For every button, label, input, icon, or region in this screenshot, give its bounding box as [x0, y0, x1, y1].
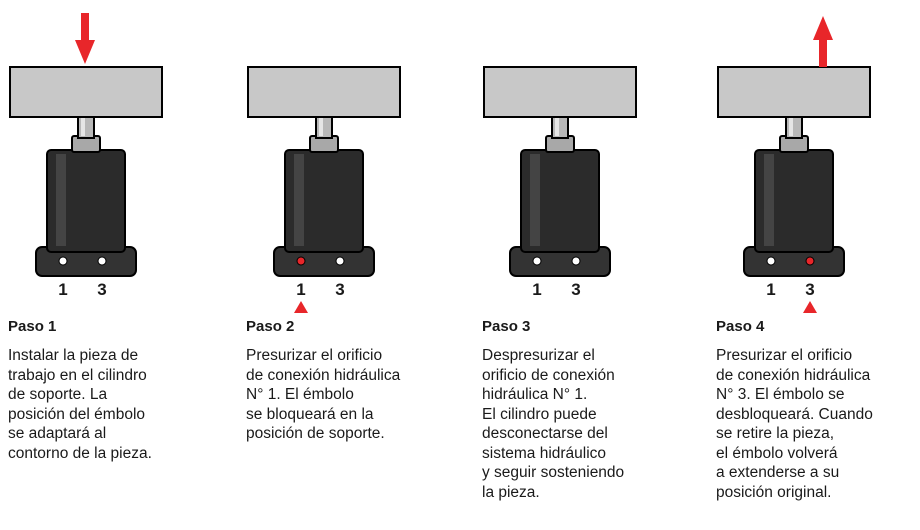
step-description: Presurizar el orificio de conexión hidrá…	[716, 347, 873, 501]
plunger-highlight	[789, 114, 793, 136]
workpiece	[717, 66, 871, 118]
port-1-dot	[766, 256, 776, 266]
port-label-3: 3	[335, 280, 345, 299]
step-title: Paso 4	[716, 318, 765, 335]
step-title: Paso 3	[482, 318, 531, 335]
cylinder-figure	[247, 66, 401, 313]
workpiece	[9, 66, 163, 118]
arrow-down-icon	[75, 40, 95, 64]
arrow-up-icon	[813, 16, 833, 40]
port-3-dot	[805, 256, 815, 266]
port-1-dot	[296, 256, 306, 266]
port-3-dot	[571, 256, 581, 266]
plunger-highlight	[319, 114, 323, 136]
port-label-3: 3	[97, 280, 107, 299]
port-1-dot	[532, 256, 542, 266]
step-title: Paso 2	[246, 318, 295, 335]
body-highlight	[294, 154, 304, 246]
port-label-1: 1	[766, 280, 776, 299]
cylinder-figure	[717, 16, 871, 313]
port-label-1: 1	[58, 280, 68, 299]
port-3-dot	[97, 256, 107, 266]
port-label-1: 1	[296, 280, 306, 299]
body-highlight	[764, 154, 774, 246]
arrow-up-shaft	[819, 38, 827, 67]
port-label-3: 3	[571, 280, 581, 299]
workpiece	[483, 66, 637, 118]
port-label-3: 3	[805, 280, 815, 299]
body-highlight	[56, 154, 66, 246]
port-label-1: 1	[532, 280, 542, 299]
cylinder-figure	[483, 66, 637, 277]
arrow-down-shaft	[81, 13, 89, 43]
body-highlight	[530, 154, 540, 246]
pressure-indicator-icon	[294, 301, 308, 313]
step-description: Despresurizar el orificio de conexión hi…	[482, 347, 625, 501]
plunger-highlight	[81, 114, 85, 136]
step-description: Presurizar el orificio de conexión hidrá…	[246, 347, 401, 442]
port-3-dot	[335, 256, 345, 266]
pressure-indicator-icon	[803, 301, 817, 313]
port-1-dot	[58, 256, 68, 266]
step-title: Paso 1	[8, 318, 57, 335]
step-description: Instalar la pieza de trabajo en el cilin…	[8, 347, 152, 462]
cylinder-figure	[9, 13, 163, 277]
workpiece	[247, 66, 401, 118]
plunger-highlight	[555, 114, 559, 136]
